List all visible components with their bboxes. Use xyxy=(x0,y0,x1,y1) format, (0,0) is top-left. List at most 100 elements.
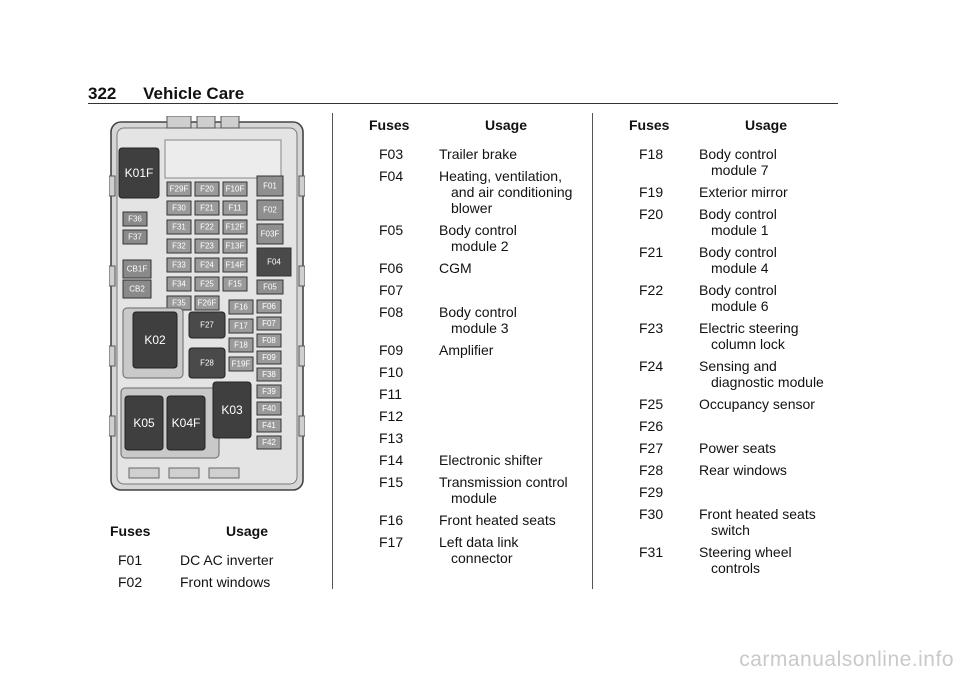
fuse-label: F40 xyxy=(262,404,276,413)
fuse-id: F20 xyxy=(639,206,664,222)
right-small-fuse xyxy=(256,316,282,331)
fuse-label: F12F xyxy=(226,223,245,232)
housing-clip xyxy=(298,415,305,437)
fuse-id: F30 xyxy=(639,506,664,522)
fuse-id: F15 xyxy=(379,474,404,490)
fuse-usage: Front windows xyxy=(180,574,271,590)
relay-k05 xyxy=(124,395,164,451)
fuse-label: F33 xyxy=(172,261,186,270)
fuse-usage: CGM xyxy=(439,260,472,276)
fuse-usage-line: and air conditioning xyxy=(451,184,573,200)
fuse-id: F29 xyxy=(639,484,664,500)
fuse-label: F13F xyxy=(226,242,245,251)
mini-fuse xyxy=(222,276,248,292)
table-row: F10 xyxy=(369,364,584,386)
fuse-label: F36 xyxy=(128,215,142,224)
housing-tab xyxy=(220,116,240,129)
fuses-header: Fuses xyxy=(369,117,410,133)
housing-clip xyxy=(109,415,116,437)
fuse-usage-line: column lock xyxy=(711,336,785,352)
fuse-label: F29F xyxy=(170,185,189,194)
fuse-label: F07 xyxy=(262,319,276,328)
mid-fuse xyxy=(228,356,254,372)
right-small-fuse xyxy=(256,384,282,399)
fuse-id: F28 xyxy=(639,462,664,478)
mini-fuse xyxy=(166,200,192,216)
fuse-id: F02 xyxy=(118,574,143,590)
fuse-id: F13 xyxy=(379,430,404,446)
fuse-id: F01 xyxy=(118,552,143,568)
relay-label: K02 xyxy=(144,333,166,347)
relay-label: K05 xyxy=(133,416,155,430)
fuse-usage: Exterior mirror xyxy=(699,184,788,200)
mid-fuse xyxy=(228,318,254,334)
mini-fuse xyxy=(222,181,248,197)
relay-label: K03 xyxy=(221,403,243,417)
fuse-usage-line: Body control xyxy=(439,222,517,238)
table-row: F07 xyxy=(369,282,584,304)
table-row: F12 xyxy=(369,408,584,430)
fuse-label: F20 xyxy=(200,185,214,194)
table-row: F28 Rear windows xyxy=(629,462,844,484)
fuse-usage-line: module 6 xyxy=(711,298,769,314)
column-divider-2 xyxy=(592,113,593,589)
fuse-usage-line: module 1 xyxy=(711,222,769,238)
left-fuse xyxy=(122,229,148,245)
fuse-label: F16 xyxy=(234,303,248,312)
fuse-id: F22 xyxy=(639,282,664,298)
fuse-label: F34 xyxy=(172,280,186,289)
housing-clip xyxy=(298,265,305,287)
fuse-label: F14F xyxy=(226,261,245,270)
mini-fuse xyxy=(166,238,192,254)
fuse-usage-line: Body control xyxy=(699,282,777,298)
fuse-usage-line: diagnostic module xyxy=(711,374,824,390)
mini-fuse xyxy=(194,181,220,197)
fuse-f27 xyxy=(188,311,226,339)
fuse-usage-line: blower xyxy=(451,200,493,216)
fuse-id: F23 xyxy=(639,320,664,336)
fuse-id: F18 xyxy=(639,146,664,162)
right-small-fuse xyxy=(256,401,282,416)
fuse-usage: Front heated seats xyxy=(439,512,556,528)
mini-fuse xyxy=(166,181,192,197)
fuse-usage-line: Body control xyxy=(699,206,777,222)
right-small-fuse xyxy=(256,418,282,433)
fuse-id: F26 xyxy=(639,418,664,434)
fuse-id: F03 xyxy=(379,146,404,162)
usage-header: Usage xyxy=(745,117,788,133)
fuse-label: F11 xyxy=(228,204,242,213)
table-row: F02 Front windows xyxy=(110,574,320,596)
fuse-id: F11 xyxy=(379,386,403,402)
mid-fuse xyxy=(228,299,254,315)
blank-panel xyxy=(164,139,282,179)
housing-tab xyxy=(166,116,192,129)
mini-fuse xyxy=(166,276,192,292)
fuse-label: CB2 xyxy=(129,285,145,294)
fuse-usage-line: switch xyxy=(711,522,750,538)
fuse-usage-line: Sensing and xyxy=(699,358,777,374)
fuse-usage-line: Body control xyxy=(699,146,777,162)
fuse-label: F02 xyxy=(263,206,277,215)
fuse-label: F03F xyxy=(261,230,280,239)
fuse-usage: DC AC inverter xyxy=(180,552,274,568)
fuse-usage-line: Heating, ventilation, xyxy=(439,168,562,184)
fuse-usage-line: module xyxy=(451,490,497,506)
fuse-usage: Rear windows xyxy=(699,462,787,478)
table-row: F29 xyxy=(629,484,844,506)
fuse-id: F09 xyxy=(379,342,404,358)
fuse-label: F26F xyxy=(198,299,217,308)
fuse-label: F17 xyxy=(234,322,248,331)
fuse-id: F10 xyxy=(379,364,404,380)
fuse-id: F14 xyxy=(379,452,404,468)
fuse-usage-line: module 2 xyxy=(451,238,509,254)
